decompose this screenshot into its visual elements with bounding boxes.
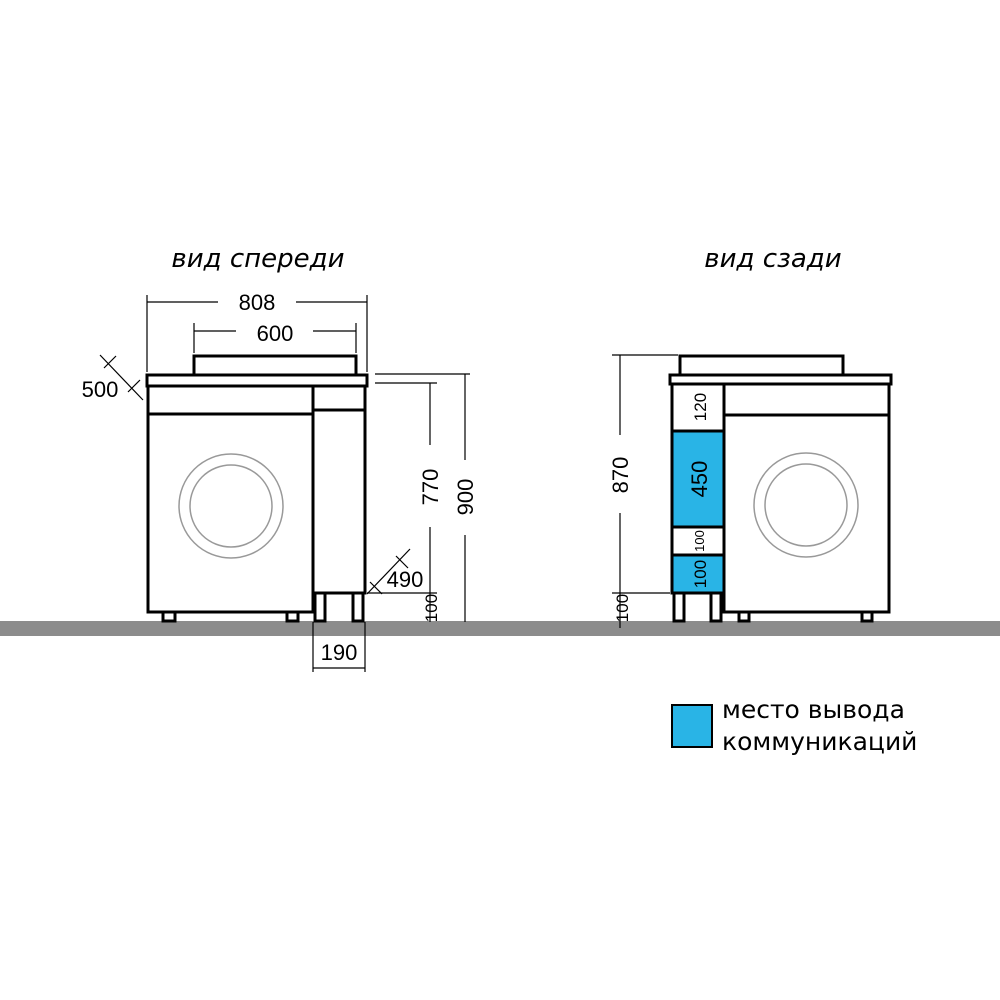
section-3: 100: [692, 530, 707, 552]
dim-width-total: 808: [239, 290, 276, 315]
dim-cabinet-width: 190: [321, 640, 358, 665]
countertop: [145, 373, 369, 388]
section-4: 100: [691, 560, 710, 588]
dim-leg-height-back: 100: [613, 594, 632, 622]
dim-cabinet-depth: 490: [387, 567, 424, 592]
dim-height-cabinet: 770: [418, 469, 443, 506]
back-view: вид сзади 120 450 100 100 870 100: [608, 244, 893, 628]
side-cabinet: [311, 384, 367, 595]
dim-height-total: 900: [453, 479, 478, 516]
washer-door-icon: [753, 452, 859, 558]
front-view: вид спереди 808 600 500 900: [82, 244, 478, 672]
dim-height-back: 870: [608, 457, 633, 494]
dim-leg-height: 100: [422, 594, 441, 622]
section-1: 120: [691, 393, 710, 421]
back-view-title: вид сзади: [704, 244, 841, 274]
legend-line-2: коммуникаций: [722, 727, 917, 756]
dim-width-basin: 600: [257, 321, 294, 346]
front-view-title: вид спереди: [171, 244, 344, 274]
washer-door-icon: [178, 453, 284, 559]
legend-line-1: место вывода: [722, 695, 905, 724]
legend-swatch: [671, 704, 713, 748]
dim-depth: 500: [82, 377, 119, 402]
legend: место вывода коммуникаций: [671, 695, 917, 756]
washer-body-back: [722, 382, 891, 614]
floor: [0, 621, 1000, 636]
section-2: 450: [687, 461, 712, 498]
washer-body: [146, 384, 315, 614]
